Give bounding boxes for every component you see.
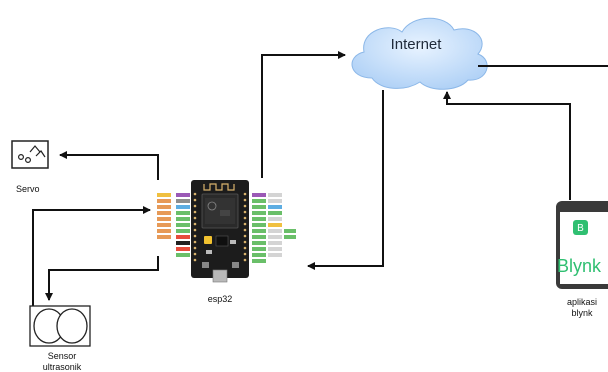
arrow-app-to-internet	[443, 91, 571, 200]
app-label-line2: blynk	[571, 308, 593, 318]
servo-icon	[11, 140, 49, 169]
internet-label: Internet	[390, 36, 442, 53]
sensor-label-line1: Sensor	[47, 351, 77, 361]
esp32-left-pins	[157, 193, 190, 257]
blynk-logo-text: Blynk	[557, 256, 602, 276]
blynk-logo-letter: B	[577, 223, 584, 234]
smartphone-icon	[556, 201, 608, 289]
app-label-line1: aplikasi	[566, 297, 597, 307]
connectors	[32, 51, 608, 306]
esp32-label: esp32	[207, 294, 233, 304]
sensor-label-line2: ultrasonik	[42, 362, 82, 372]
esp32-board-icon	[157, 180, 296, 283]
arrow-sensor-to-esp32	[32, 206, 151, 306]
servo-label: Servo	[16, 184, 40, 194]
arrow-esp32-to-internet	[261, 51, 346, 178]
arrow-esp32-to-servo	[59, 151, 159, 180]
arrow-internet-to-esp32	[307, 90, 384, 270]
ultrasonic-sensor-icon	[29, 305, 91, 347]
arrow-esp32-to-sensor	[45, 256, 159, 301]
internet-cloud-icon	[351, 17, 488, 90]
esp32-right-pins	[252, 193, 296, 263]
